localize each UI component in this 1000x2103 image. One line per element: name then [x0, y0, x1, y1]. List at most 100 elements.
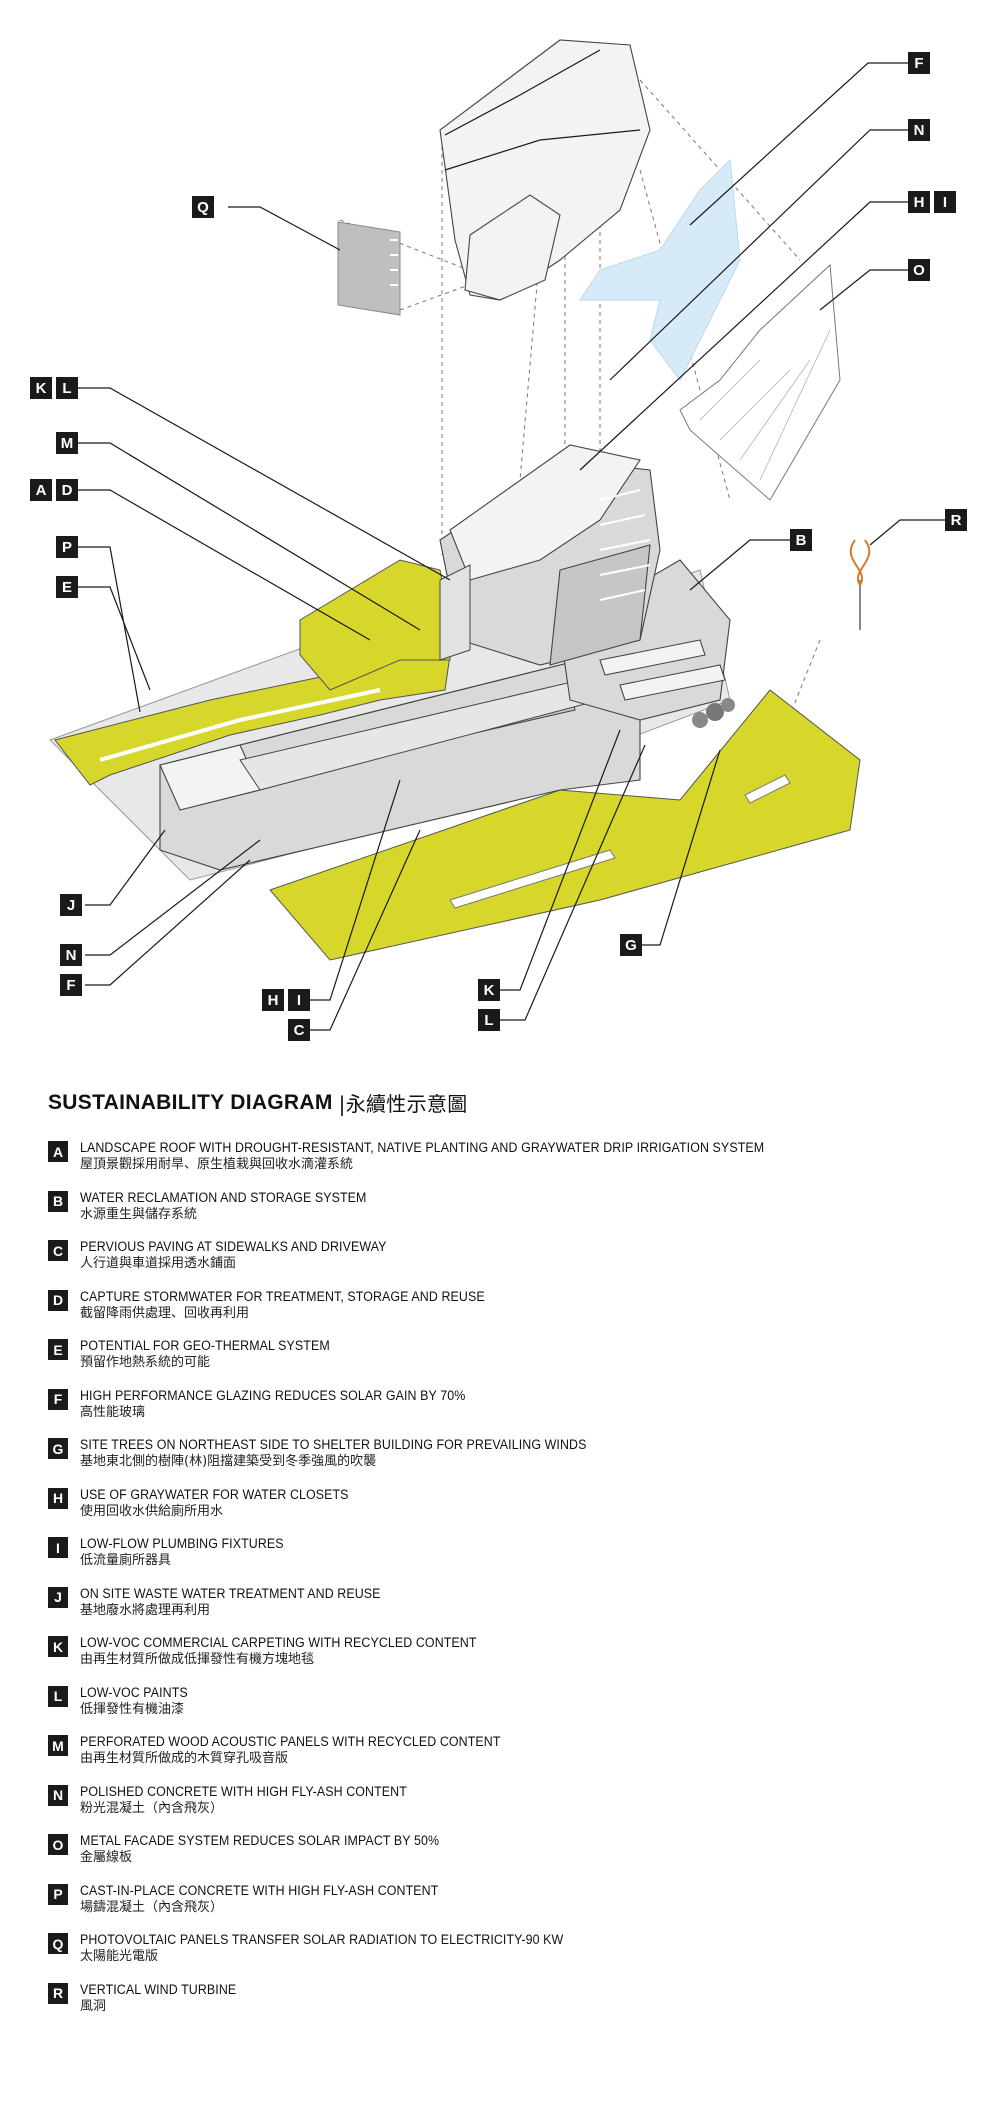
- legend-text-zh: 高性能玻璃: [80, 1404, 146, 1420]
- legend-text: CAPTURE STORMWATER FOR TREATMENT, STORAG…: [80, 1288, 520, 1322]
- legend-text-zh: 預留作地熱系統的可能: [80, 1355, 211, 1370]
- legend-text-zh: 由再生材質所做成的木質穿孔吸音版: [80, 1751, 289, 1766]
- svg-text:I: I: [297, 992, 301, 1009]
- legend-letter-badge: Q: [48, 1933, 68, 1954]
- legend-text-en: CAST-IN-PLACE CONCRETE WITH HIGH FLY-ASH…: [80, 1882, 439, 1898]
- legend-text-en: PHOTOVOLTAIC PANELS TRANSFER SOLAR RADIA…: [80, 1932, 564, 1947]
- roof-shell-exploded: [439, 39, 651, 301]
- wind-turbine: [849, 539, 871, 630]
- legend-letter-badge: M: [48, 1735, 68, 1756]
- tag-n-bottom: N: [60, 944, 82, 966]
- legend-text-zh: 粉光混凝土（內含飛灰）: [80, 1800, 224, 1816]
- legend-text: PERVIOUS PAVING AT SIDEWALKS AND DRIVEWA…: [80, 1238, 413, 1272]
- tag-j: J: [60, 894, 82, 916]
- tag-r: R: [945, 509, 967, 531]
- annex-building: [559, 559, 731, 721]
- svg-text:E: E: [62, 579, 72, 596]
- legend-text: POLISHED CONCRETE WITH HIGH FLY-ASH CONT…: [80, 1783, 435, 1817]
- legend-text-zh: 金屬線板: [80, 1850, 133, 1865]
- legend-text-zh: 截留降雨供處理、回收再利用: [80, 1305, 250, 1321]
- tag-h-bottom: H: [262, 989, 284, 1011]
- svg-text:A: A: [36, 482, 47, 499]
- legend-text: PHOTOVOLTAIC PANELS TRANSFER SOLAR RADIA…: [80, 1931, 605, 1965]
- legend-item: F HIGH PERFORMANCE GLAZING REDUCES SOLAR …: [48, 1387, 968, 1437]
- legend-text-en: LOW-VOC COMMERCIAL CARPETING WITH RECYCL…: [80, 1635, 477, 1650]
- landscape-roof-strips: [54, 559, 861, 961]
- legend-text-en: PERFORATED WOOD ACOUSTIC PANELS WITH REC…: [80, 1734, 501, 1749]
- legend-text: SITE TREES ON NORTHEAST SIDE TO SHELTER …: [80, 1436, 631, 1470]
- svg-text:F: F: [914, 55, 923, 72]
- legend-item: P CAST-IN-PLACE CONCRETE WITH HIGH FLY-AS…: [48, 1882, 968, 1932]
- svg-text:G: G: [625, 937, 637, 954]
- tag-l-left: L: [56, 377, 78, 399]
- tag-b: B: [790, 529, 812, 551]
- legend-text: PERFORATED WOOD ACOUSTIC PANELS WITH REC…: [80, 1733, 537, 1767]
- legend-text: METAL FACADE SYSTEM REDUCES SOLAR IMPACT…: [80, 1832, 470, 1866]
- legend-letter-badge: K: [48, 1636, 68, 1657]
- legend-item: E POTENTIAL FOR GEO-THERMAL SYSTEM 預留作地熱系統…: [48, 1337, 968, 1387]
- legend-letter-badge: L: [48, 1685, 68, 1707]
- svg-text:Q: Q: [197, 199, 209, 216]
- legend-letter-badge: D: [48, 1289, 68, 1311]
- legend-text-en: METAL FACADE SYSTEM REDUCES SOLAR IMPACT…: [80, 1833, 440, 1848]
- tag-k-left: K: [30, 377, 52, 399]
- legend-item: D CAPTURE STORMWATER FOR TREATMENT, STORA…: [48, 1288, 968, 1338]
- legend-text: POTENTIAL FOR GEO-THERMAL SYSTEM 預留作地熱系統的…: [80, 1337, 351, 1371]
- svg-text:F: F: [66, 977, 75, 994]
- legend-letter-badge: R: [48, 1982, 68, 2004]
- tag-n-top: N: [908, 119, 930, 141]
- legend-text-en: PERVIOUS PAVING AT SIDEWALKS AND DRIVEWA…: [80, 1239, 387, 1254]
- legend-letter-badge: G: [48, 1438, 68, 1459]
- legend-letter-badge: J: [48, 1586, 68, 1608]
- legend-items: A LANDSCAPE ROOF WITH DROUGHT-RESISTANT, …: [48, 1139, 968, 2030]
- legend-text-en: POLISHED CONCRETE WITH HIGH FLY-ASH CONT…: [80, 1783, 407, 1799]
- svg-text:K: K: [36, 380, 47, 397]
- legend-text: LANDSCAPE ROOF WITH DROUGHT-RESISTANT, N…: [80, 1139, 824, 1173]
- legend-text-zh: 人行道與車道採用透水鋪面: [80, 1256, 237, 1271]
- tag-d: D: [56, 479, 78, 501]
- legend-text-en: LANDSCAPE ROOF WITH DROUGHT-RESISTANT, N…: [80, 1140, 765, 1155]
- tag-p: P: [56, 536, 78, 558]
- svg-text:N: N: [66, 947, 77, 964]
- legend-text-zh: 基地廢水將處理再利用: [80, 1602, 211, 1618]
- svg-text:M: M: [61, 435, 74, 452]
- legend-text-en: WATER RECLAMATION AND STORAGE SYSTEM: [80, 1189, 367, 1205]
- legend-text: LOW-VOC COMMERCIAL CARPETING WITH RECYCL…: [80, 1634, 511, 1668]
- legend-item: K LOW-VOC COMMERCIAL CARPETING WITH RECYC…: [48, 1634, 968, 1684]
- legend-text-en: VERTICAL WIND TURBINE: [80, 1981, 237, 1997]
- tag-k-bottom: K: [478, 979, 500, 1001]
- legend-text-en: POTENTIAL FOR GEO-THERMAL SYSTEM: [80, 1338, 330, 1353]
- tag-h-top: H: [908, 191, 930, 213]
- legend-letter-badge: E: [48, 1339, 68, 1360]
- photovoltaic-panel: [337, 221, 401, 316]
- tag-l-bottom: L: [478, 1009, 500, 1031]
- svg-text:O: O: [913, 262, 925, 279]
- svg-text:K: K: [484, 982, 495, 999]
- tag-i-bottom: I: [288, 989, 310, 1011]
- legend-text-zh: 基地東北側的樹陣(林)阻擋建築受到冬季強風的吹襲: [80, 1454, 377, 1469]
- legend-letter-badge: H: [48, 1487, 68, 1509]
- legend-text: LOW-FLOW PLUMBING FIXTURES 低流量廁所器具: [80, 1535, 301, 1569]
- svg-text:R: R: [951, 512, 962, 529]
- svg-text:H: H: [914, 194, 925, 211]
- legend-text: HIGH PERFORMANCE GLAZING REDUCES SOLAR G…: [80, 1387, 499, 1421]
- legend-text-en: LOW-VOC PAINTS: [80, 1684, 188, 1700]
- legend-text-en: SITE TREES ON NORTHEAST SIDE TO SHELTER …: [80, 1437, 587, 1452]
- svg-text:B: B: [796, 532, 807, 549]
- legend-letter-badge: A: [48, 1141, 68, 1162]
- legend-letter-badge: F: [48, 1388, 68, 1410]
- main-building-low: [159, 649, 641, 871]
- legend-item: C PERVIOUS PAVING AT SIDEWALKS AND DRIVEW…: [48, 1238, 968, 1288]
- legend-letter-badge: P: [48, 1883, 68, 1905]
- legend-text-zh: 由再生材質所做成低揮發性有機方塊地毯: [80, 1652, 315, 1667]
- legend-text-en: LOW-FLOW PLUMBING FIXTURES: [80, 1536, 284, 1551]
- legend-text-zh: 低流量廁所器具: [80, 1553, 172, 1568]
- tag-o: O: [908, 259, 930, 281]
- legend-letter-badge: C: [48, 1240, 68, 1261]
- leader-lines: [78, 62, 945, 1031]
- tag-a: A: [30, 479, 52, 501]
